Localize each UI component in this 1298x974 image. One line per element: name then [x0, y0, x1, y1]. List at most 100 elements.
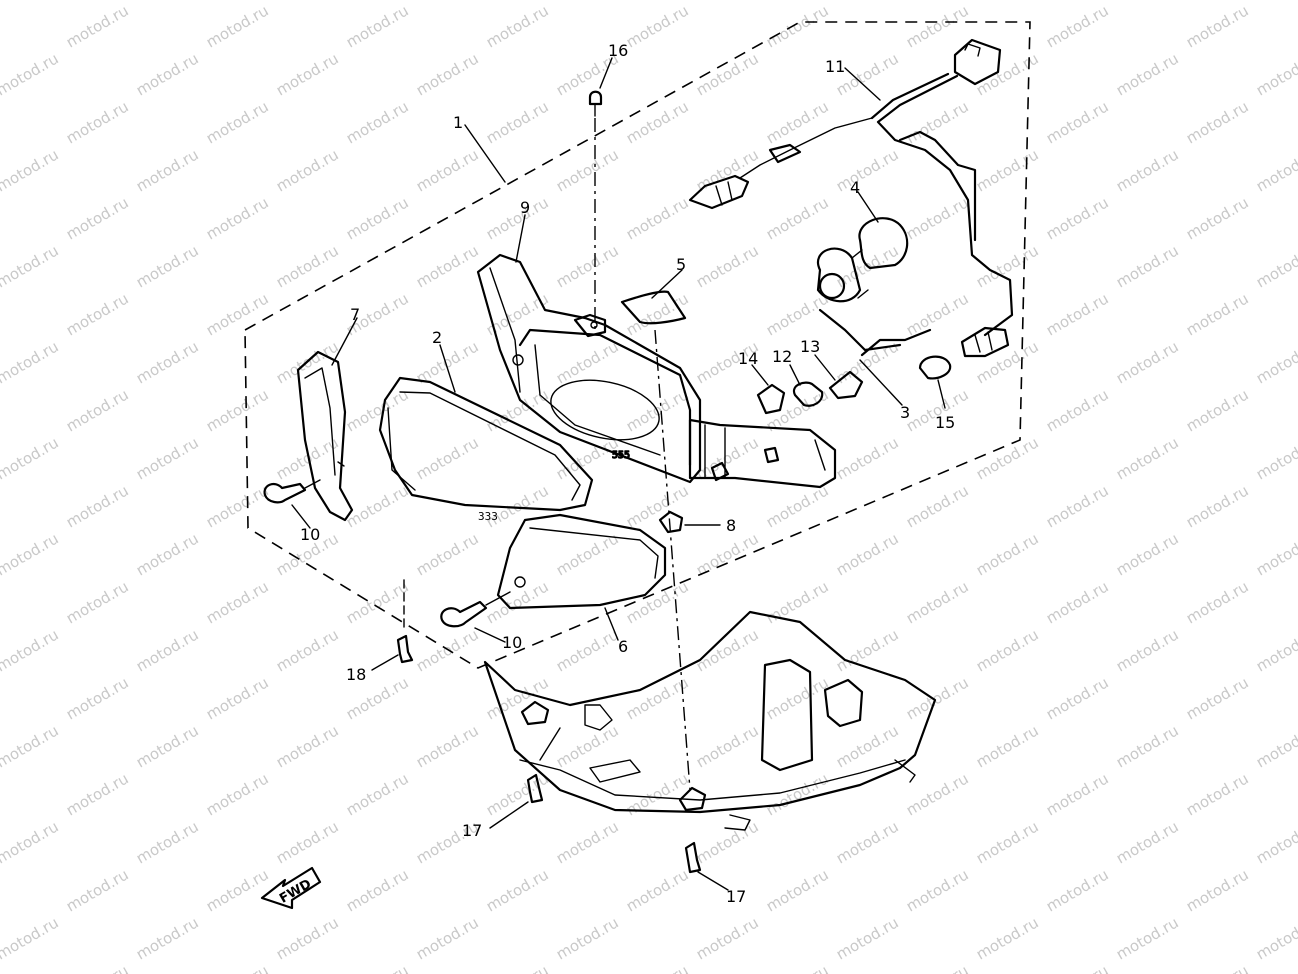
- watermark-text: motod.ru: [903, 193, 972, 243]
- callout-labels: 1 2 3 4 5 6 7 8 9 10 10 11 12 13 14 15 1…: [300, 41, 955, 906]
- watermark-text: motod.ru: [553, 913, 622, 963]
- watermark-text: motod.ru: [273, 817, 342, 867]
- watermark-text: motod.ru: [273, 0, 342, 3]
- watermark-text: motod.ru: [1253, 337, 1298, 387]
- watermark-text: motod.ru: [1043, 481, 1112, 531]
- watermark-text: motod.ru: [413, 337, 482, 387]
- watermark-text: motod.ru: [553, 817, 622, 867]
- watermark-text: motod.ru: [763, 577, 832, 627]
- watermark-text: motod.ru: [203, 385, 272, 435]
- watermark-text: motod.ru: [763, 961, 832, 974]
- watermark-text: motod.ru: [133, 433, 202, 483]
- watermark-text: motod.ru: [1183, 97, 1252, 147]
- watermark-text: motod.ru: [1253, 529, 1298, 579]
- callout-7: 7: [350, 305, 360, 324]
- watermark-text: motod.ru: [973, 529, 1042, 579]
- watermark-text: motod.ru: [413, 49, 482, 99]
- watermark-text: motod.ru: [0, 241, 62, 291]
- watermark-text: motod.ru: [903, 961, 972, 974]
- watermark-text: motod.ru: [1043, 577, 1112, 627]
- watermark-text: motod.ru: [693, 433, 762, 483]
- part-10-screw-right: [440, 591, 511, 628]
- watermark-text: motod.ru: [1253, 625, 1298, 675]
- watermark-text: motod.ru: [903, 1, 972, 51]
- watermark-text: motod.ru: [763, 481, 832, 531]
- part-17-screw-bottom: [684, 841, 702, 874]
- watermark-text: motod.ru: [693, 241, 762, 291]
- watermark-text: motod.ru: [133, 49, 202, 99]
- callout-14: 14: [738, 349, 758, 368]
- watermark-text: motod.ru: [133, 0, 202, 3]
- watermark-text: motod.ru: [1253, 145, 1298, 195]
- watermark-text: motod.ru: [0, 913, 62, 963]
- watermark-text: motod.ru: [273, 913, 342, 963]
- watermark-text: motod.ru: [623, 1, 692, 51]
- watermark-text: motod.ru: [623, 193, 692, 243]
- watermark-text: motod.ru: [63, 961, 132, 974]
- watermark-text: motod.ru: [63, 577, 132, 627]
- callout-10-right: 10: [502, 633, 522, 652]
- watermark-text: motod.ru: [63, 193, 132, 243]
- callout-3: 3: [900, 403, 910, 422]
- watermark-text: motod.ru: [413, 721, 482, 771]
- watermark-text: motod.ru: [0, 433, 62, 483]
- watermark-text: motod.ru: [1043, 673, 1112, 723]
- watermark-text: motod.ru: [343, 577, 412, 627]
- watermark-text: motod.ru: [833, 433, 902, 483]
- watermark-text: motod.ru: [903, 673, 972, 723]
- watermark-text: motod.ru: [693, 721, 762, 771]
- watermark-text: motod.ru: [833, 0, 902, 3]
- callout-12: 12: [772, 347, 792, 366]
- watermark-text: motod.ru: [1113, 913, 1182, 963]
- watermark-text: motod.ru: [833, 337, 902, 387]
- part-17-screw-left: [526, 773, 544, 804]
- watermark-text: motod.ru: [553, 0, 622, 3]
- watermark-text: motod.ru: [413, 145, 482, 195]
- watermark-text: motod.ru: [1113, 721, 1182, 771]
- watermark-text: motod.ru: [903, 289, 972, 339]
- callout-4: 4: [850, 178, 860, 197]
- part-9-headlight-housing: 555: [476, 253, 702, 484]
- watermark-text: motod.ru: [343, 481, 412, 531]
- part-8-nut: [658, 510, 684, 534]
- watermark-text: motod.ru: [203, 961, 272, 974]
- watermark-text: motod.ru: [833, 529, 902, 579]
- callout-2: 2: [432, 328, 442, 347]
- watermark-text: motod.ru: [63, 385, 132, 435]
- callout-1: 1: [453, 113, 463, 132]
- watermark-text: motod.ru: [1113, 49, 1182, 99]
- watermark-text: motod.ru: [1113, 529, 1182, 579]
- watermark-text: motod.ru: [63, 481, 132, 531]
- watermark-text: motod.ru: [63, 97, 132, 147]
- part-15-bulb: [918, 355, 952, 380]
- fwd-arrow: FWD: [260, 866, 322, 910]
- watermark-text: motod.ru: [763, 97, 832, 147]
- callout-5: 5: [676, 255, 686, 274]
- watermark-text: motod.ru: [1253, 913, 1298, 963]
- watermark-text: motod.ru: [413, 0, 482, 3]
- callout-16: 16: [608, 41, 628, 60]
- watermark-text: motod.ru: [0, 337, 62, 387]
- watermark-text: motod.ru: [1183, 961, 1252, 974]
- callout-17-bottom: 17: [726, 887, 746, 906]
- watermark-text: motod.ru: [763, 289, 832, 339]
- assembly-boundary: [244, 21, 1031, 669]
- watermark-text: motod.ru: [483, 289, 552, 339]
- watermark-text: motod.ru: [343, 961, 412, 974]
- watermark-text: motod.ru: [973, 817, 1042, 867]
- watermark-text: motod.ru: [1043, 1, 1112, 51]
- watermark-text: motod.ru: [343, 193, 412, 243]
- part-16-screw: [588, 90, 603, 117]
- watermark-text: motod.ru: [1183, 769, 1252, 819]
- watermark-text: motod.ru: [1043, 97, 1112, 147]
- watermark-text: motod.ru: [973, 145, 1042, 195]
- callout-17-left: 17: [462, 821, 482, 840]
- watermark-text: motod.ru: [273, 625, 342, 675]
- watermark-text: motod.ru: [413, 529, 482, 579]
- watermark-text: motod.ru: [1043, 961, 1112, 974]
- watermark-text: motod.ru: [203, 193, 272, 243]
- part-10-screw-left: [263, 479, 321, 504]
- watermark-text: motod.ru: [1113, 625, 1182, 675]
- part-6-turn-lens: [496, 513, 667, 610]
